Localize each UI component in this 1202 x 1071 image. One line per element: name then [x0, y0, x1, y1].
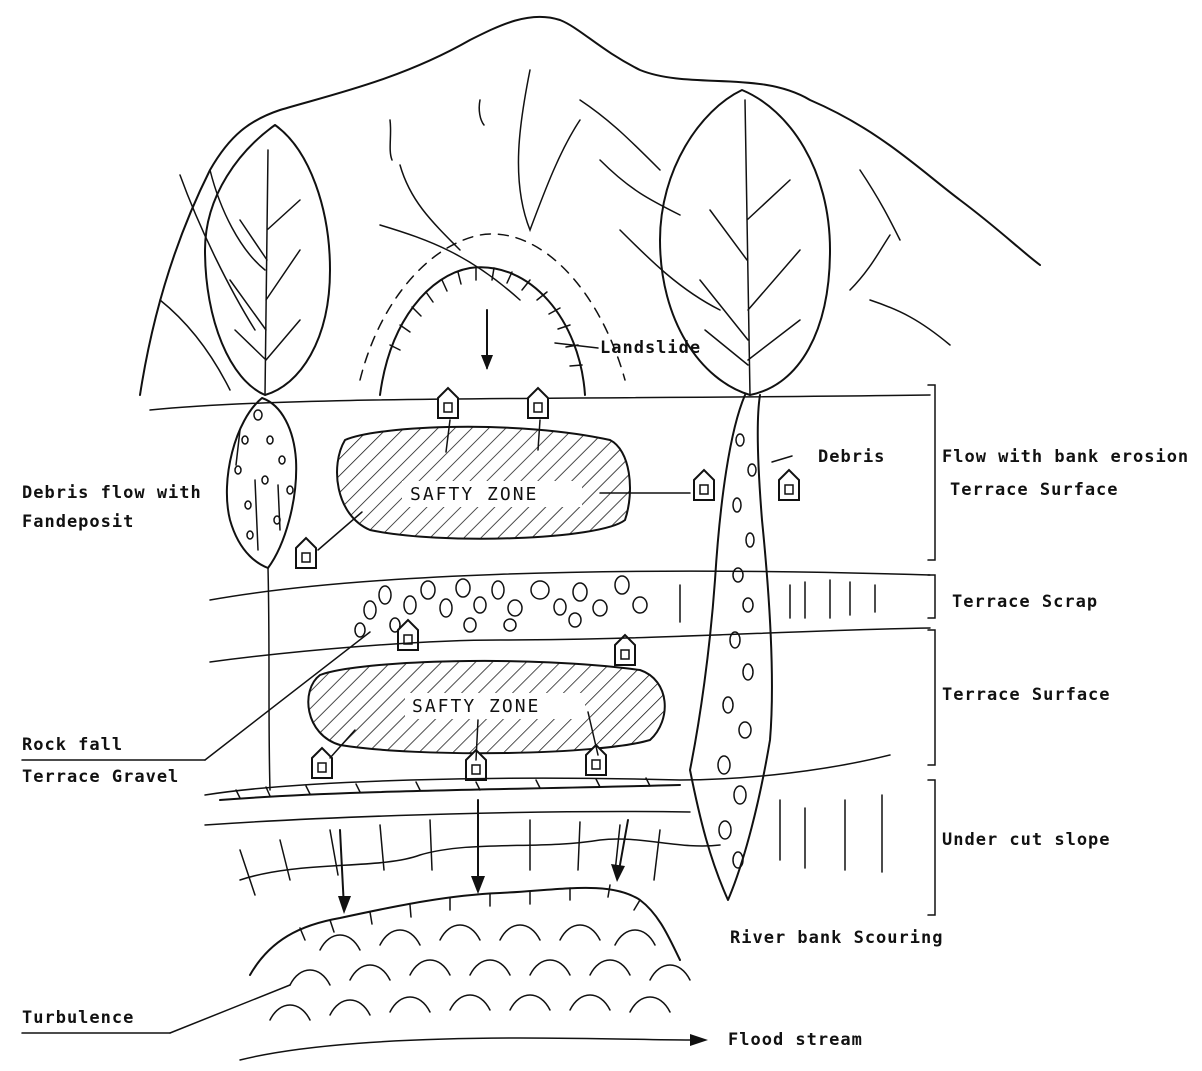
- house-icon: [779, 470, 799, 500]
- ridge-line: [870, 300, 950, 345]
- ridge-line: [400, 165, 460, 250]
- landslide-leader: [555, 343, 598, 348]
- ridge-line: [580, 100, 660, 170]
- ridge-line: [479, 100, 484, 125]
- river-bank-scouring-label: River bank Scouring: [730, 928, 943, 948]
- safety-zone-top-label: SAFTY ZONE: [410, 484, 538, 505]
- debris-leader: [772, 456, 792, 462]
- terrace-bottom-line: [205, 812, 690, 825]
- ridge-line: [390, 120, 392, 160]
- terrace-scrap-upper-line: [210, 571, 930, 600]
- debris-flow-label-line1: Debris flow with: [22, 483, 202, 503]
- scour-arrowhead: [611, 864, 625, 882]
- ridge-line: [860, 170, 900, 240]
- ridge-line: [620, 230, 720, 310]
- house-icon: [296, 538, 316, 568]
- safety-zone-bottom-label: SAFTY ZONE: [412, 696, 540, 717]
- left-debris-fan: [227, 398, 296, 568]
- ridge-line: [210, 170, 265, 270]
- house-icon: [438, 388, 458, 418]
- river-bank: [250, 888, 680, 975]
- right-debris-pebbles: [718, 434, 756, 868]
- river-bank-ticks: [300, 885, 640, 940]
- flow-bank-erosion-label: Flow with bank erosion: [942, 447, 1189, 467]
- ridge-line: [380, 225, 520, 300]
- terrace-scrap-lower-line: [210, 628, 930, 662]
- right-tree-veins: [700, 100, 800, 395]
- under-cut-slope-label: Under cut slope: [942, 830, 1111, 850]
- flood-stream-label: Flood stream: [728, 1030, 863, 1050]
- left-debris-pebbles: [235, 410, 293, 539]
- turbulence-leader: [170, 985, 290, 1033]
- undercut-wave: [240, 839, 720, 880]
- terrace-scrap-hatches: [680, 580, 875, 622]
- ridge-line: [518, 70, 580, 230]
- turbulence-arcs: [270, 925, 690, 1020]
- terrace-edge: [220, 785, 680, 800]
- ridge-line: [180, 175, 255, 330]
- landslide-arrowhead: [481, 355, 493, 370]
- house-icon: [398, 620, 418, 650]
- mountain-outline: [140, 17, 1040, 395]
- debris-arrow: [255, 480, 258, 550]
- terrace-surface-top-label: Terrace Surface: [950, 480, 1119, 500]
- right-brackets: [928, 385, 935, 915]
- landslide-body: [380, 267, 585, 395]
- terrace-gravel-stones: [355, 576, 647, 637]
- house-icon: [694, 470, 714, 500]
- debris-flow-label-line2: Fandeposit: [22, 512, 134, 532]
- scour-arrowhead: [338, 896, 351, 914]
- house-icon: [312, 748, 332, 778]
- terrace-surface-mid-label: Terrace Surface: [942, 685, 1111, 705]
- debris-label: Debris: [818, 447, 885, 467]
- flood-stream-line: [240, 1038, 690, 1060]
- house-icon: [528, 388, 548, 418]
- terrace-scrap-label: Terrace Scrap: [952, 592, 1098, 612]
- flood-stream-arrowhead: [690, 1034, 708, 1046]
- undercut-hatches: [240, 795, 882, 895]
- left-stream: [268, 568, 270, 790]
- rock-fall-label: Rock fall: [22, 735, 123, 755]
- ridge-line: [160, 300, 230, 390]
- house-icon: [615, 635, 635, 665]
- terrace-gravel-label: Terrace Gravel: [22, 767, 179, 787]
- left-tree-veins: [230, 150, 300, 395]
- turbulence-label: Turbulence: [22, 1008, 134, 1028]
- scour-arrowhead: [471, 876, 485, 894]
- landslide-scarp-dashed: [360, 234, 625, 380]
- ridge-line: [850, 235, 890, 290]
